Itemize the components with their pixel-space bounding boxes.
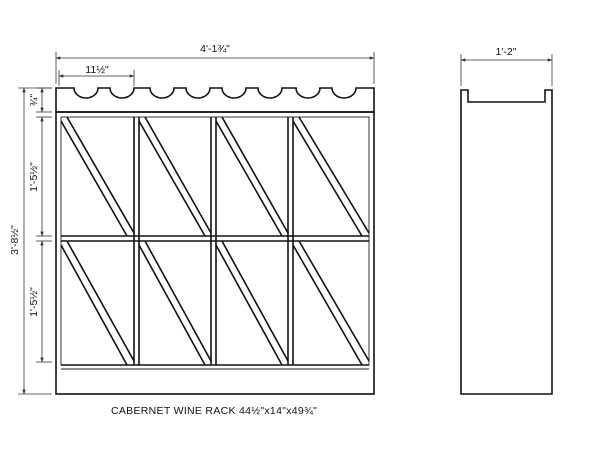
- upper-section-label: 1'-5½": [28, 162, 40, 192]
- upper-diagonals: [60, 116, 370, 237]
- dim-upper-section: 1'-5½": [28, 116, 52, 237]
- cabinet-frame-outer: [55, 111, 375, 395]
- dim-overall-width: 4'-1¾": [55, 43, 375, 84]
- front-view: 4'-1¾" 11½" ¾" 1'-5½" 1'-5½": [9, 43, 375, 395]
- lower-section-label: 1'-5½": [28, 287, 40, 317]
- dim-lower-section: 1'-5½": [28, 240, 52, 363]
- side-depth-label: 1'-2": [496, 46, 517, 58]
- top-rail: [55, 87, 375, 113]
- lower-diagonals: [60, 240, 370, 366]
- top-rail-label: ¾": [28, 93, 40, 106]
- overall-height-label: 3'-8½": [9, 225, 21, 255]
- side-panel: [460, 89, 553, 395]
- dim-bottle-spacing: 11½": [58, 64, 135, 86]
- overall-width-label: 4'-1¾": [200, 43, 230, 55]
- bottle-spacing-label: 11½": [85, 64, 109, 76]
- side-view: 1'-2": [460, 46, 553, 395]
- drawing-caption: CABERNET WINE RACK 44½"x14"x49¾": [111, 405, 317, 417]
- dim-side-depth: 1'-2": [460, 46, 553, 86]
- dim-top-rail: ¾": [28, 87, 52, 113]
- dim-overall-height: 3'-8½": [9, 87, 52, 395]
